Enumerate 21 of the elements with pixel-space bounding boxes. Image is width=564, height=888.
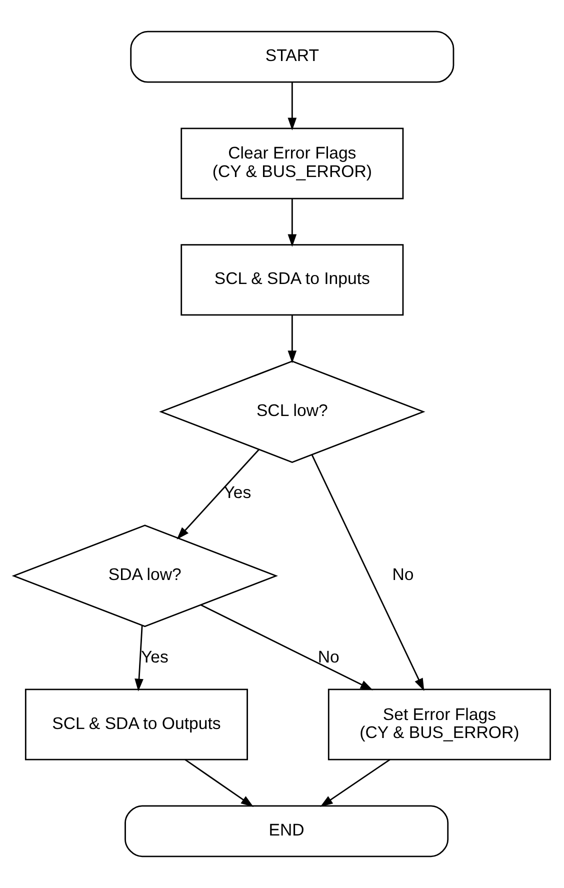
edge-label: Yes bbox=[224, 483, 252, 502]
arrow bbox=[288, 315, 297, 364]
arrow bbox=[200, 604, 374, 690]
node-diamond: SCL low? bbox=[159, 360, 426, 463]
node-box: Clear Error Flags (CY & BUS_ERROR) bbox=[180, 128, 404, 200]
arrow bbox=[184, 759, 254, 807]
node-diamond: SDA low? bbox=[12, 524, 278, 628]
edge-label: No bbox=[392, 565, 414, 584]
arrow bbox=[134, 625, 144, 692]
arrow bbox=[320, 759, 390, 807]
arrow bbox=[311, 454, 424, 692]
arrow bbox=[288, 198, 297, 247]
edge-label: No bbox=[318, 647, 340, 666]
node-box: END bbox=[124, 805, 449, 858]
node-box: SCL & SDA to Inputs bbox=[180, 244, 404, 316]
edge-label: Yes bbox=[140, 647, 168, 666]
node-box: START bbox=[130, 30, 454, 83]
arrow bbox=[176, 449, 260, 540]
node-box: Set Error Flags (CY & BUS_ERROR) bbox=[328, 688, 551, 760]
arrow bbox=[288, 82, 297, 130]
node-box: SCL & SDA to Outputs bbox=[24, 688, 248, 760]
